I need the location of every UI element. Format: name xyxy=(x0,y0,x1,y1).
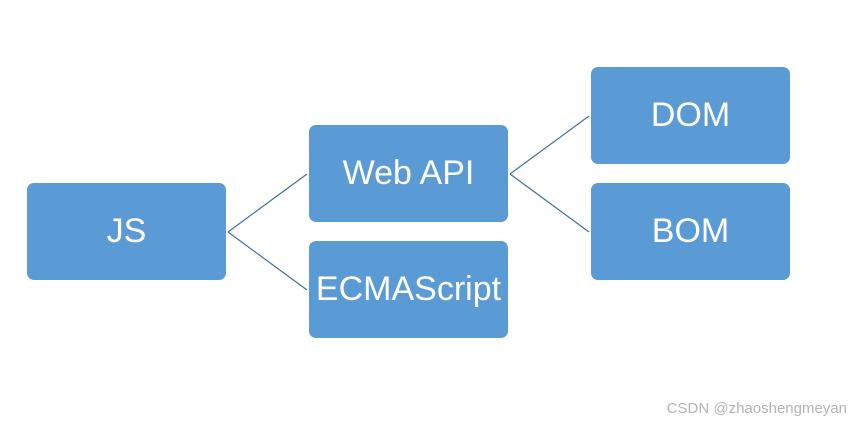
connector-webapi-bom xyxy=(509,173,590,233)
node-web-api-label: Web API xyxy=(342,154,475,192)
connector-js-webapi xyxy=(227,173,308,233)
connector-js-ecmascript xyxy=(227,231,308,291)
node-ecmascript: ECMAScript xyxy=(309,241,508,338)
node-dom: DOM xyxy=(591,67,790,164)
node-ecmascript-label: ECMAScript xyxy=(315,270,502,308)
node-web-api: Web API xyxy=(309,125,508,222)
watermark: CSDN @zhaoshengmeyan xyxy=(666,400,847,417)
node-bom-label: BOM xyxy=(651,212,730,250)
connector-webapi-dom xyxy=(509,115,590,175)
node-js-label: JS xyxy=(106,212,147,250)
node-dom-label: DOM xyxy=(650,96,731,134)
node-bom: BOM xyxy=(591,183,790,280)
node-js: JS xyxy=(27,183,226,280)
